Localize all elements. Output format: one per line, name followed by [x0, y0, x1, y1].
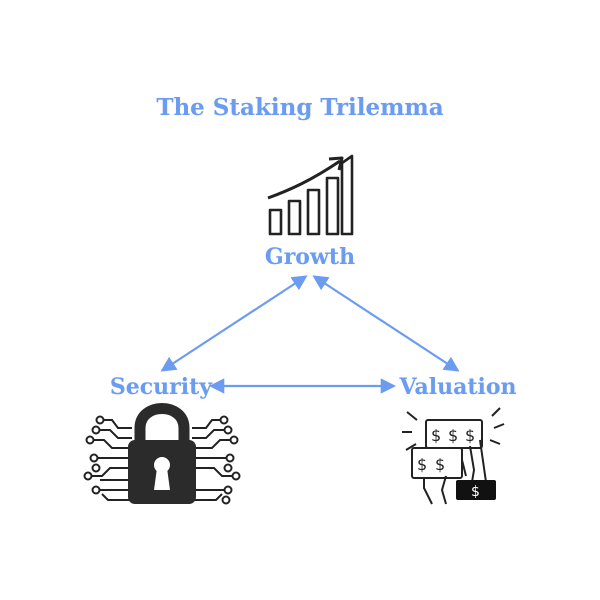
- dollar-sign: $: [431, 426, 441, 445]
- growth-bar-1: [268, 208, 283, 236]
- diagram-title: The Staking Trilemma: [156, 94, 444, 121]
- valuation-label: Valuation: [399, 374, 517, 400]
- growth-bar-4: [325, 176, 340, 236]
- growth-trend-line: [267, 159, 341, 200]
- growth-bar-5: [340, 154, 354, 236]
- dollar-sign: $: [417, 455, 427, 474]
- security-label: Security: [109, 374, 213, 400]
- arrow-growth-security: [160, 275, 308, 372]
- dollar-sign-inverted: $: [471, 484, 480, 500]
- growth-trend-arrowhead: [328, 156, 344, 171]
- growth-label: Growth: [264, 244, 356, 270]
- dollar-sign: $: [448, 426, 458, 445]
- dollar-sign: $: [435, 455, 445, 474]
- growth-bar-2: [287, 199, 302, 236]
- dollar-sign: $: [465, 426, 475, 445]
- growth-bar-3: [306, 188, 321, 236]
- arrow-growth-valuation: [312, 275, 460, 372]
